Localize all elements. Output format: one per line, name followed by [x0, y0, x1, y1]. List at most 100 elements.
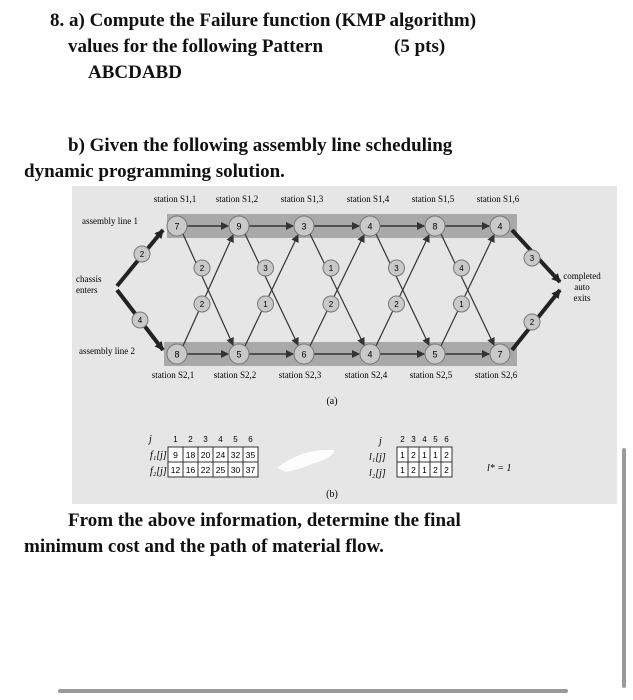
station-node-line1 [424, 215, 446, 237]
table-l-header-cell: 2 [400, 435, 405, 444]
station-label-line1: station S1,5 [412, 194, 455, 204]
entry-cost-node-value: 2 [140, 250, 145, 259]
table-l-row2-cell: 1 [422, 465, 427, 475]
station-label-line1: station S1,4 [347, 194, 390, 204]
table-l-row2-cell: 2 [444, 465, 449, 475]
station-node-line1-value: 4 [497, 222, 502, 232]
table-f-row1-cell: 9 [173, 450, 178, 460]
exit-cost-node-value: 2 [530, 318, 535, 327]
transfer-cost-node [322, 259, 340, 277]
points-label: (5 pts) [394, 36, 446, 57]
table-f-row2-label: f₂[j] [150, 466, 167, 477]
line2-label: assembly line 2 [79, 346, 135, 356]
transfer-2-to-1-arrow [182, 234, 234, 347]
table-f-row1-cell: 24 [216, 450, 226, 460]
station-node-line1 [359, 215, 381, 237]
enters-label: enters [76, 285, 98, 295]
station-label-line2: station S2,2 [214, 370, 257, 380]
transfer-2-to-1-arrow [375, 234, 430, 347]
question-line-2: values for the following Pattern [68, 36, 324, 57]
table-l-row1-cell: 2 [444, 450, 449, 460]
station-label-line2: station S2,5 [410, 370, 453, 380]
station-label-line1: station S1,3 [281, 194, 324, 204]
station-label-line1: station S1,1 [154, 194, 197, 204]
table-f-row1-cell: 18 [186, 450, 196, 460]
table-l-header-cell: 4 [422, 435, 427, 444]
station-node-line2 [489, 343, 511, 365]
line1-label: assembly line 1 [82, 216, 138, 226]
horizontal-scrollbar[interactable] [58, 689, 568, 693]
station-node-line1 [228, 215, 250, 237]
table-f-row2-cell: 30 [231, 465, 241, 475]
caption-a: (a) [326, 396, 337, 407]
station-node-line1-value: 9 [236, 222, 241, 232]
transfer-cost-node [257, 259, 274, 277]
station-node-line2 [424, 343, 446, 365]
table-l-row2-label: l₂[j] [369, 468, 386, 479]
table-l-row1-cell: 1 [422, 450, 427, 460]
chassis-label: chassis [76, 274, 102, 284]
transfer-cost-node-value: 2 [329, 300, 334, 309]
entry-cost-node [133, 245, 151, 263]
transfer-cost-node [193, 295, 211, 313]
exit-cost-node [523, 313, 541, 331]
part-b-line-2: dynamic programming solution. [24, 161, 285, 182]
station-label-line1: station S1,6 [477, 194, 520, 204]
table-l-row1-cell: 1 [433, 450, 438, 460]
station-label-line2: station S2,4 [345, 370, 388, 380]
transfer-cost-node-value: 3 [263, 264, 268, 273]
table-l-row1-cell: 1 [400, 450, 405, 460]
station-node-line2-value: 5 [236, 350, 241, 360]
transfer-cost-node [257, 295, 274, 313]
transfer-2-to-1-arrow [309, 234, 365, 347]
transfer-2-to-1-arrow [244, 234, 299, 347]
table-l-row1-cell: 2 [411, 450, 416, 460]
auto-label: auto [574, 282, 590, 292]
table-l-row2-cell: 2 [433, 465, 438, 475]
closing-line-1: From the above information, determine th… [68, 510, 461, 531]
table-f-row2-cell: 16 [186, 465, 196, 475]
station-node-line2 [228, 343, 250, 365]
table-f-row1-label: f₁[j] [150, 450, 167, 461]
closing-line-2: minimum cost and the path of material fl… [24, 536, 384, 557]
transfer-cost-node [193, 259, 211, 277]
table-f-header-cell: 1 [173, 435, 178, 444]
transfer-cost-node-value: 2 [200, 264, 205, 273]
vertical-scrollbar[interactable] [622, 448, 626, 688]
table-f-header-cell: 4 [218, 435, 223, 444]
table-l-row1-label: l₁[j] [369, 452, 386, 463]
transfer-cost-node-value: 3 [394, 264, 399, 273]
station-label-line1: station S1,2 [216, 194, 259, 204]
table-f-header-cell: 6 [248, 435, 253, 444]
l-star-label: l* = 1 [487, 463, 512, 474]
station-node-line2-value: 4 [367, 350, 372, 360]
transfer-cost-node [322, 295, 340, 313]
table-l-header-cell: 3 [411, 435, 416, 444]
transfer-cost-node [453, 259, 470, 277]
transfer-cost-node [388, 295, 405, 313]
transfer-cost-node [388, 259, 405, 277]
station-node-line1 [489, 215, 511, 237]
station-node-line1 [166, 215, 188, 237]
transfer-cost-node-value: 1 [263, 300, 268, 309]
part-b-line-1: b) Given the following assembly line sch… [68, 135, 453, 156]
transfer-cost-node-value: 1 [329, 264, 334, 273]
table-l-row2-cell: 2 [411, 465, 416, 475]
station-label-line2: station S2,3 [279, 370, 322, 380]
station-node-line2-value: 7 [497, 350, 502, 360]
station-node-line1-value: 8 [432, 222, 437, 232]
table-f-row1-cell: 35 [246, 450, 256, 460]
station-node-line2-value: 8 [174, 350, 179, 360]
table-l-row2-cell: 1 [400, 465, 405, 475]
table-f-j-label: j [147, 434, 152, 445]
entry-cost-node-value: 4 [138, 316, 143, 325]
station-node-line2-value: 6 [301, 350, 306, 360]
station-node-line1-value: 4 [367, 222, 372, 232]
table-f-row2-cell: 37 [246, 465, 256, 475]
transfer-cost-node-value: 4 [459, 264, 464, 273]
station-node-line2 [359, 343, 381, 365]
table-f-header-cell: 5 [233, 435, 238, 444]
watermark-smudge [277, 449, 334, 472]
exit-cost-node-value: 3 [530, 254, 535, 263]
